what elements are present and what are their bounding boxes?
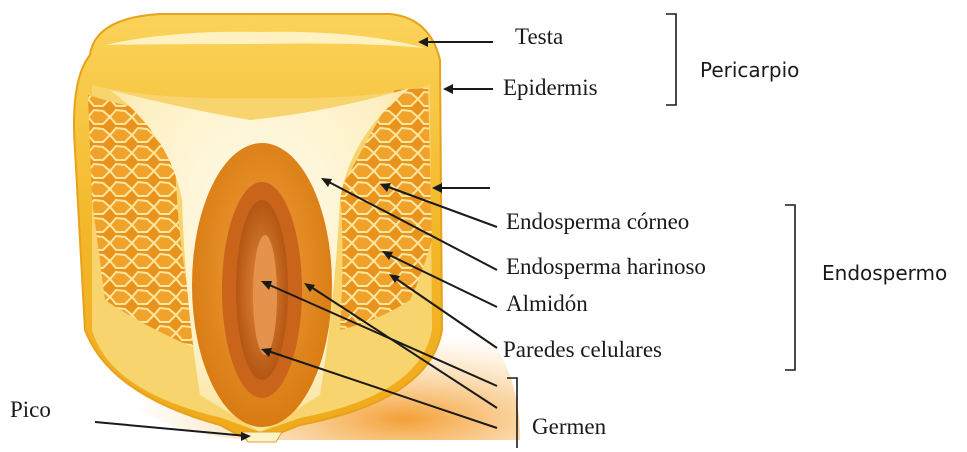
- label-endospermo: Endospermo: [822, 261, 947, 285]
- label-pico: Pico: [10, 397, 51, 422]
- bracket-endospermo: [785, 205, 795, 370]
- label-pericarpio: Pericarpio: [700, 58, 799, 82]
- label-epidermis: Epidermis: [503, 75, 598, 100]
- label-endosperma-corneo: Endosperma córneo: [506, 209, 689, 234]
- label-testa: Testa: [515, 24, 563, 49]
- label-almidon: Almidón: [506, 291, 588, 316]
- label-germen: Germen: [532, 414, 607, 439]
- arrowhead-epidermis: [443, 84, 453, 94]
- label-paredes-celulares: Paredes celulares: [503, 337, 662, 362]
- label-endosperma-harinoso: Endosperma harinoso: [506, 254, 706, 279]
- germ-core: [253, 235, 277, 355]
- bracket-pericarpio: [666, 14, 676, 105]
